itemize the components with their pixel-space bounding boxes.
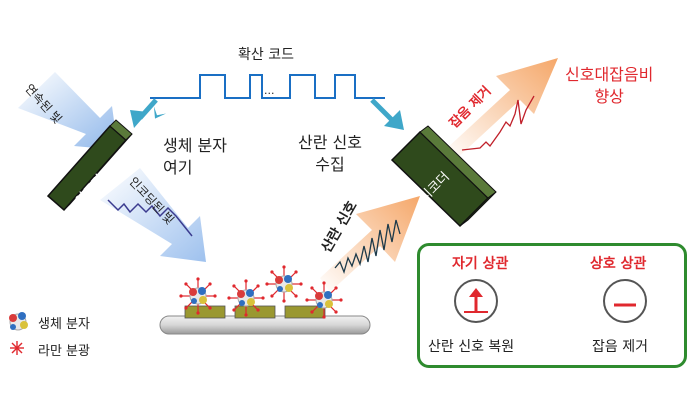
legend-biomolecule-label: 생체 분자 [38,317,90,332]
encoded-beam-arrow [100,168,206,262]
biomolecule-cluster [179,265,343,319]
diffusion-code-label: 확산 코드 [238,47,294,63]
encoder-box [46,119,133,212]
scattered-signal-wave [334,219,401,275]
legend-raman-icon [10,341,24,355]
incoming-beam-arrow [18,72,118,150]
cross-correlation-caption: 잡음 제거 [592,339,648,355]
auto-correlation-caption: 산란 신호 복원 [428,339,515,355]
encoded-wave [107,199,193,237]
scatter-collect-label: 산란 신호 수집 [298,133,362,174]
biomolecule-with-raman [305,281,343,319]
biomolecule-with-raman [179,277,217,315]
auto-correlation-icon [454,279,498,323]
snr-improve-label: 신호대잡음비 향상 [565,65,654,106]
biomolecule-with-raman [265,265,303,303]
clean-signal-wave [461,95,535,151]
legend-biomolecule-icon [9,312,28,331]
auto-correlation-title: 자기 상관 [452,256,509,272]
diffusion-code-wave [150,74,385,99]
cross-correlation-title: 상호 상관 [590,256,647,272]
excite-biomolecule-label: 생체 분자 여기 [163,136,227,177]
code-arrow-left [153,106,167,119]
decoder-box [390,125,497,228]
cross-correlation-icon [603,279,647,323]
sample-plate [159,315,371,335]
code-arrow-right-shaft [370,98,394,122]
code-arrow-right-head [384,110,404,130]
peak-arrow-icon [464,288,488,313]
flat-line-icon [614,303,636,307]
code-ellipsis: ... [264,84,275,97]
code-arrow-left-head [130,110,148,128]
legend-raman-label: 라만 분광 [38,344,90,359]
biomolecule-with-raman [227,279,265,317]
output-beam-arrow [445,58,558,160]
